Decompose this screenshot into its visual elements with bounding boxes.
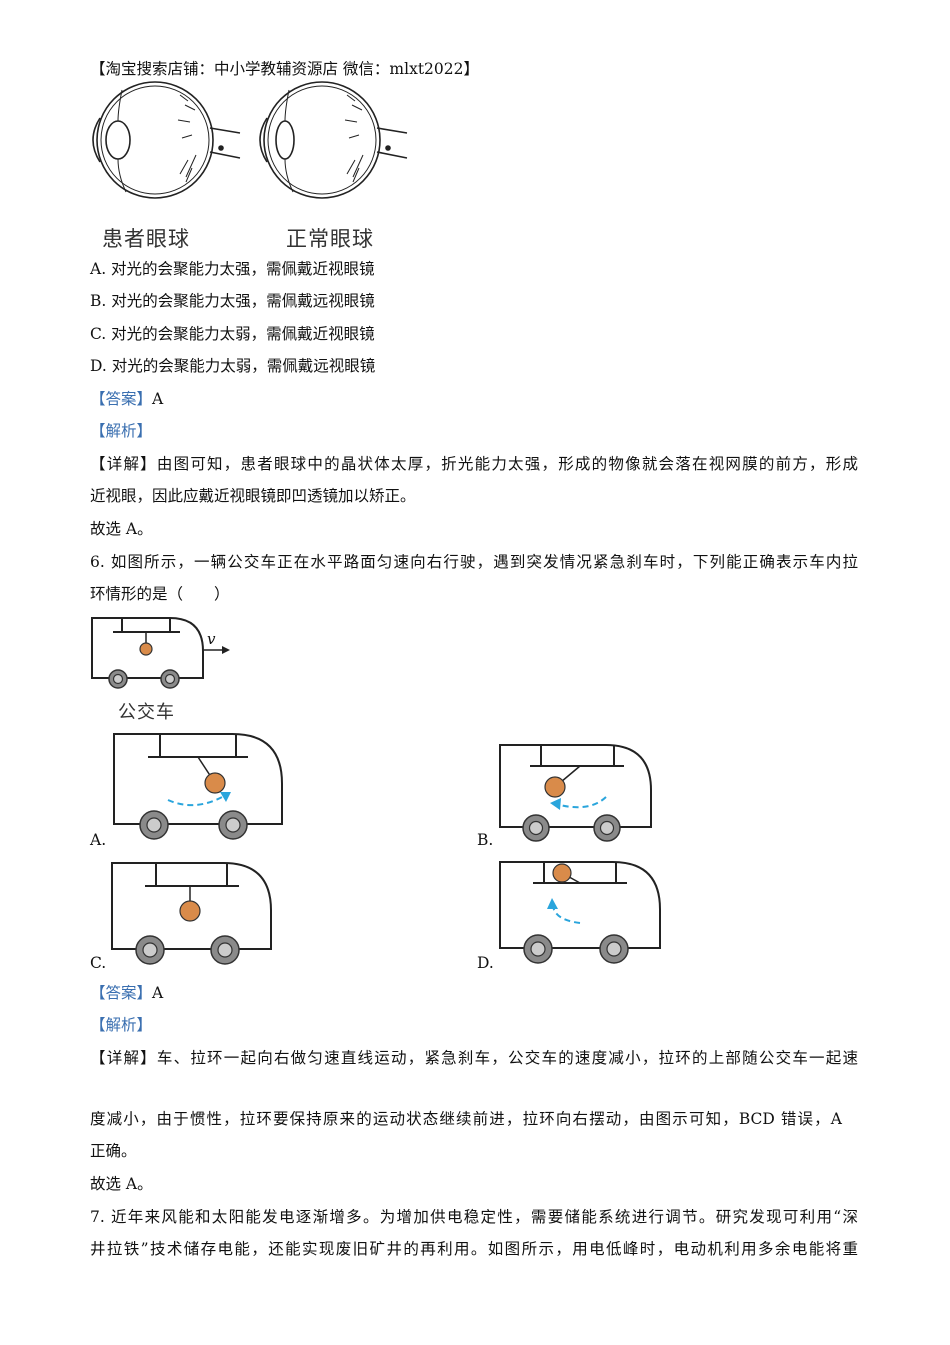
q5-answer: 【答案】A (90, 389, 163, 409)
q6-stem-line: 6. 如图所示，一辆公交车正在水平路面匀速向右行驶，遇到突发情况紧急刹车时，下列… (90, 553, 858, 571)
velocity-label: v (207, 630, 216, 648)
wheel (599, 934, 629, 964)
answer-tag: 【答案】 (90, 390, 153, 408)
option-a-bus (113, 733, 283, 840)
q5-detail-line: 【详解】由图可知，患者眼球中的晶状体太厚，折光能力太强，形成的物像就会落在视网膜… (90, 455, 858, 473)
q5-option-c: C. 对光的会聚能力太弱，需佩戴近视眼镜 (90, 325, 375, 343)
wheel (523, 934, 553, 964)
q5-conclusion: 故选 A。 (90, 520, 153, 538)
q6-option-d-label: D. (477, 954, 494, 972)
swing-arrow (552, 905, 581, 924)
wheel (139, 810, 169, 840)
wheel (160, 669, 180, 689)
strap (554, 765, 581, 788)
reference-bus (91, 617, 230, 689)
swing-arrow (167, 795, 225, 807)
patient-eye-drawing (92, 81, 241, 199)
q5-option-d: D. 对光的会聚能力太弱，需佩戴远视眼镜 (90, 357, 376, 375)
normal-eye-drawing (259, 81, 408, 199)
bus-body (91, 617, 204, 679)
q5-option-a: A. 对光的会聚能力太强，需佩戴近视眼镜 (90, 260, 375, 278)
bus-caption: 公交车 (118, 702, 175, 723)
answer-value: A (152, 390, 164, 408)
q6-answer: 【答案】A (90, 983, 163, 1003)
handrail-bar (530, 745, 624, 767)
wheel-hub (530, 941, 546, 957)
q6-stem-line: 环情形的是（ ） (90, 585, 230, 603)
hand-ring-ball (552, 863, 572, 883)
normal-eye-caption: 正常眼球 (286, 227, 374, 251)
eyeball-figure (92, 81, 408, 199)
handrail-bar (148, 734, 248, 758)
wheel (135, 935, 165, 965)
option-b-bus (499, 744, 652, 842)
q7-stem-line: 井拉铁”技术储存电能，还能实现废旧矿井的再利用。如图所示，用电低峰时，电动机利用… (90, 1240, 858, 1258)
answer-value: A (152, 984, 164, 1002)
q7-stem-line: 7. 近年来风能和太阳能发电逐渐增多。为增加供电稳定性，需要储能系统进行调节。研… (90, 1208, 858, 1226)
q6-detail-line: 度减小，由于惯性，拉环要保持原来的运动状态继续前进，拉环向右摆动，由图示可知，B… (90, 1110, 842, 1128)
q5-detail-line: 近视眼，因此应戴近视眼镜即凹透镜加以矫正。 (90, 487, 416, 505)
arrow-head (220, 792, 231, 802)
q6-detail-line: 正确。 (90, 1142, 137, 1160)
answer-tag: 【答案】 (90, 984, 153, 1002)
wheel-hub (142, 942, 158, 958)
strap (561, 872, 581, 884)
option-c-bus (111, 862, 272, 965)
handrail-bar (533, 862, 627, 884)
patient-eye-caption: 患者眼球 (102, 227, 190, 251)
wheel-hub (599, 820, 615, 836)
option-d-bus (499, 861, 661, 964)
wheel-hub (225, 817, 241, 833)
wheel-hub (606, 941, 622, 957)
q6-conclusion: 故选 A。 (90, 1175, 153, 1193)
wheel (593, 814, 621, 842)
hand-ring-ball (179, 900, 201, 922)
arrow-head (550, 798, 561, 810)
strap (197, 756, 216, 784)
q5-analysis-tag: 【解析】 (90, 422, 153, 440)
handrail-bar (113, 618, 180, 633)
q6-analysis-tag: 【解析】 (90, 1016, 153, 1034)
wheel (218, 810, 248, 840)
hand-ring-ball (544, 776, 566, 798)
wheel (108, 669, 128, 689)
q6-option-a-label: A. (90, 831, 107, 849)
hand-ring-ball (204, 772, 226, 794)
q6-detail-line: 【详解】车、拉环一起向右做匀速直线运动，紧急刹车，公交车的速度减小，拉环的上部随… (90, 1049, 858, 1067)
bus-body (111, 862, 272, 950)
bus-body (113, 733, 283, 825)
wheel (522, 814, 550, 842)
wheel-hub (164, 673, 176, 685)
q6-option-b-label: B. (477, 831, 494, 849)
wheel-hub (217, 942, 233, 958)
wheel-hub (528, 820, 544, 836)
wheel (210, 935, 240, 965)
bus-body (499, 861, 661, 949)
velocity-arrow-head (222, 646, 230, 654)
q6-option-c-label: C. (90, 954, 107, 972)
hand-ring-ball (139, 642, 153, 656)
handrail-bar (145, 863, 239, 887)
q5-option-b: B. 对光的会聚能力太强，需佩戴远视眼镜 (90, 292, 375, 310)
header-note: 【淘宝搜索店铺：中小学教辅资源店 微信：mlxt2022】 (90, 60, 480, 78)
swing-arrow (559, 796, 607, 809)
arrow-head (547, 898, 558, 909)
bus-body (499, 744, 652, 828)
wheel-hub (146, 817, 162, 833)
wheel-hub (112, 673, 124, 685)
